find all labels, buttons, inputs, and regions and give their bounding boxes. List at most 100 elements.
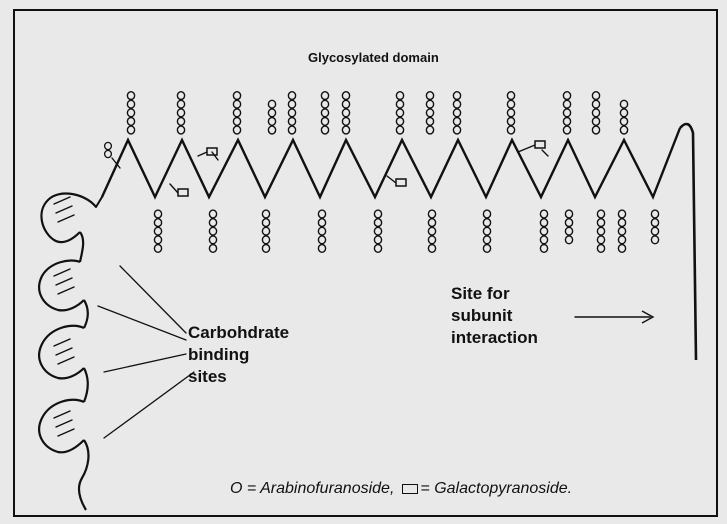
arabinofuranoside-chain-lower — [154, 210, 161, 218]
arabinofuranoside-chain-upper — [453, 109, 460, 117]
carbohydrate-binding-site — [39, 400, 84, 453]
arabinofuranoside-chain-upper — [426, 109, 433, 117]
arabinofuranoside-chain-lower — [483, 245, 490, 253]
arabinofuranoside-chain-upper — [321, 100, 328, 108]
galactopyranoside-link — [542, 150, 548, 156]
galactopyranoside-square — [178, 189, 188, 196]
arabinofuranoside-chain-lower — [565, 236, 572, 244]
carbohydrate-label-line-2: binding — [188, 344, 289, 366]
arabinofuranoside-chain-lower — [483, 236, 490, 244]
arabinofuranoside-chain-upper — [288, 100, 295, 108]
arabinofuranoside-chain-lower — [540, 236, 547, 244]
arabinofuranoside-chain-upper — [453, 100, 460, 108]
arabinofuranoside-chain-upper — [177, 100, 184, 108]
binding-site-pointer — [104, 354, 186, 372]
arabinofuranoside-chain-upper — [592, 118, 599, 126]
arabinofuranoside-chain-lower — [374, 236, 381, 244]
arabinofuranoside-chain-lower — [428, 236, 435, 244]
arabinofuranoside-chain-lower — [597, 227, 604, 235]
arabinofuranoside-chain-upper — [507, 92, 514, 100]
arabinofuranoside-chain-upper — [396, 126, 403, 134]
arabinofuranoside-chain-lower — [428, 210, 435, 218]
arabinofuranoside-chain-upper — [620, 100, 627, 108]
arabinofuranoside-chain-upper — [507, 109, 514, 117]
galactopyranoside-square — [396, 179, 406, 186]
arabinofuranoside-chain-lower — [428, 227, 435, 235]
glycosylated-domain-title: Glycosylated domain — [308, 50, 439, 65]
arabinofuranoside-chain-lower — [374, 245, 381, 253]
legend: O = Arabinofuranoside,= Galactopyranosid… — [230, 480, 572, 498]
binding-site-hatch — [58, 287, 74, 294]
galactopyranoside-square — [535, 141, 545, 148]
subunit-label-line-1: Site for — [451, 283, 538, 305]
arabinofuranoside-chain-lower — [428, 219, 435, 227]
arabinofuranoside-chain-lower — [618, 210, 625, 218]
subunit-interaction-label: Site for subunit interaction — [451, 283, 538, 349]
arabinofuranoside-chain-upper — [233, 109, 240, 117]
arabinofuranoside-chain-lower — [209, 210, 216, 218]
arabinofuranoside-chain-upper — [342, 126, 349, 134]
arabinofuranoside-chain-upper — [453, 92, 460, 100]
arabinofuranoside-chain-lower — [428, 245, 435, 253]
arabinofuranoside-chain-upper — [396, 109, 403, 117]
binding-site-hatch — [54, 411, 70, 418]
carbohydrate-binding-sites-label: Carbohdrate binding sites — [188, 322, 289, 388]
arabinofuranoside-chain-upper — [268, 118, 275, 126]
binding-site-hatch — [54, 269, 70, 276]
arabinofuranoside-chain-upper — [321, 92, 328, 100]
arabinofuranoside-chain-lower — [597, 236, 604, 244]
arabinofuranoside-side-sugar — [105, 142, 112, 149]
arabinofuranoside-chain-lower — [374, 219, 381, 227]
arabinofuranoside-chain-lower — [540, 210, 547, 218]
subunit-label-line-2: subunit — [451, 305, 538, 327]
arabinofuranoside-chain-upper — [177, 109, 184, 117]
binding-site-tail — [79, 440, 88, 510]
arabinofuranoside-chain-lower — [565, 227, 572, 235]
carbohydrate-label-line-3: sites — [188, 366, 289, 388]
binding-site-pointer — [98, 306, 186, 340]
binding-site-pointer — [120, 266, 186, 333]
arabinofuranoside-chain-lower — [483, 227, 490, 235]
arabinofuranoside-chain-upper — [127, 100, 134, 108]
arabinofuranoside-chain-lower — [597, 219, 604, 227]
arabinofuranoside-chain-upper — [127, 126, 134, 134]
binding-site-connector — [84, 300, 88, 328]
arabinofuranoside-chain-lower — [209, 236, 216, 244]
arabinofuranoside-chain-upper — [507, 118, 514, 126]
arabinofuranoside-chain-upper — [342, 109, 349, 117]
arabinofuranoside-chain-upper — [268, 100, 275, 108]
arabinofuranoside-chain-upper — [592, 109, 599, 117]
galactopyranoside-link — [518, 145, 535, 152]
arabinofuranoside-chain-upper — [177, 126, 184, 134]
arabinofuranoside-chain-upper — [426, 118, 433, 126]
arabinofuranoside-chain-upper — [342, 92, 349, 100]
arabinofuranoside-chain-upper — [127, 118, 134, 126]
arabinofuranoside-chain-lower — [154, 227, 161, 235]
galactopyranoside-link — [387, 176, 396, 183]
arabinofuranoside-chain-upper — [563, 100, 570, 108]
arabinofuranoside-chain-lower — [540, 219, 547, 227]
arabinofuranoside-chain-upper — [396, 118, 403, 126]
arabinofuranoside-chain-lower — [618, 245, 625, 253]
legend-arabinofuranoside: O = Arabinofuranoside, — [230, 480, 394, 497]
binding-site-hatch — [54, 339, 70, 346]
arabinofuranoside-chain-lower — [154, 236, 161, 244]
arabinofuranoside-chain-upper — [563, 126, 570, 134]
arabinofuranoside-chain-lower — [318, 219, 325, 227]
arabinofuranoside-chain-upper — [321, 109, 328, 117]
glycoprotein-structure — [39, 92, 696, 510]
arabinofuranoside-chain-upper — [592, 92, 599, 100]
subunit-label-line-3: interaction — [451, 327, 538, 349]
arabinofuranoside-chain-upper — [233, 118, 240, 126]
arabinofuranoside-chain-lower — [154, 245, 161, 253]
arabinofuranoside-chain-lower — [318, 210, 325, 218]
arabinofuranoside-chain-upper — [288, 109, 295, 117]
arabinofuranoside-chain-upper — [233, 92, 240, 100]
arabinofuranoside-chain-upper — [507, 126, 514, 134]
arabinofuranoside-side-sugar — [105, 150, 112, 157]
binding-site-hatch — [56, 206, 72, 213]
arabinofuranoside-chain-upper — [288, 126, 295, 134]
arabinofuranoside-chain-lower — [618, 236, 625, 244]
